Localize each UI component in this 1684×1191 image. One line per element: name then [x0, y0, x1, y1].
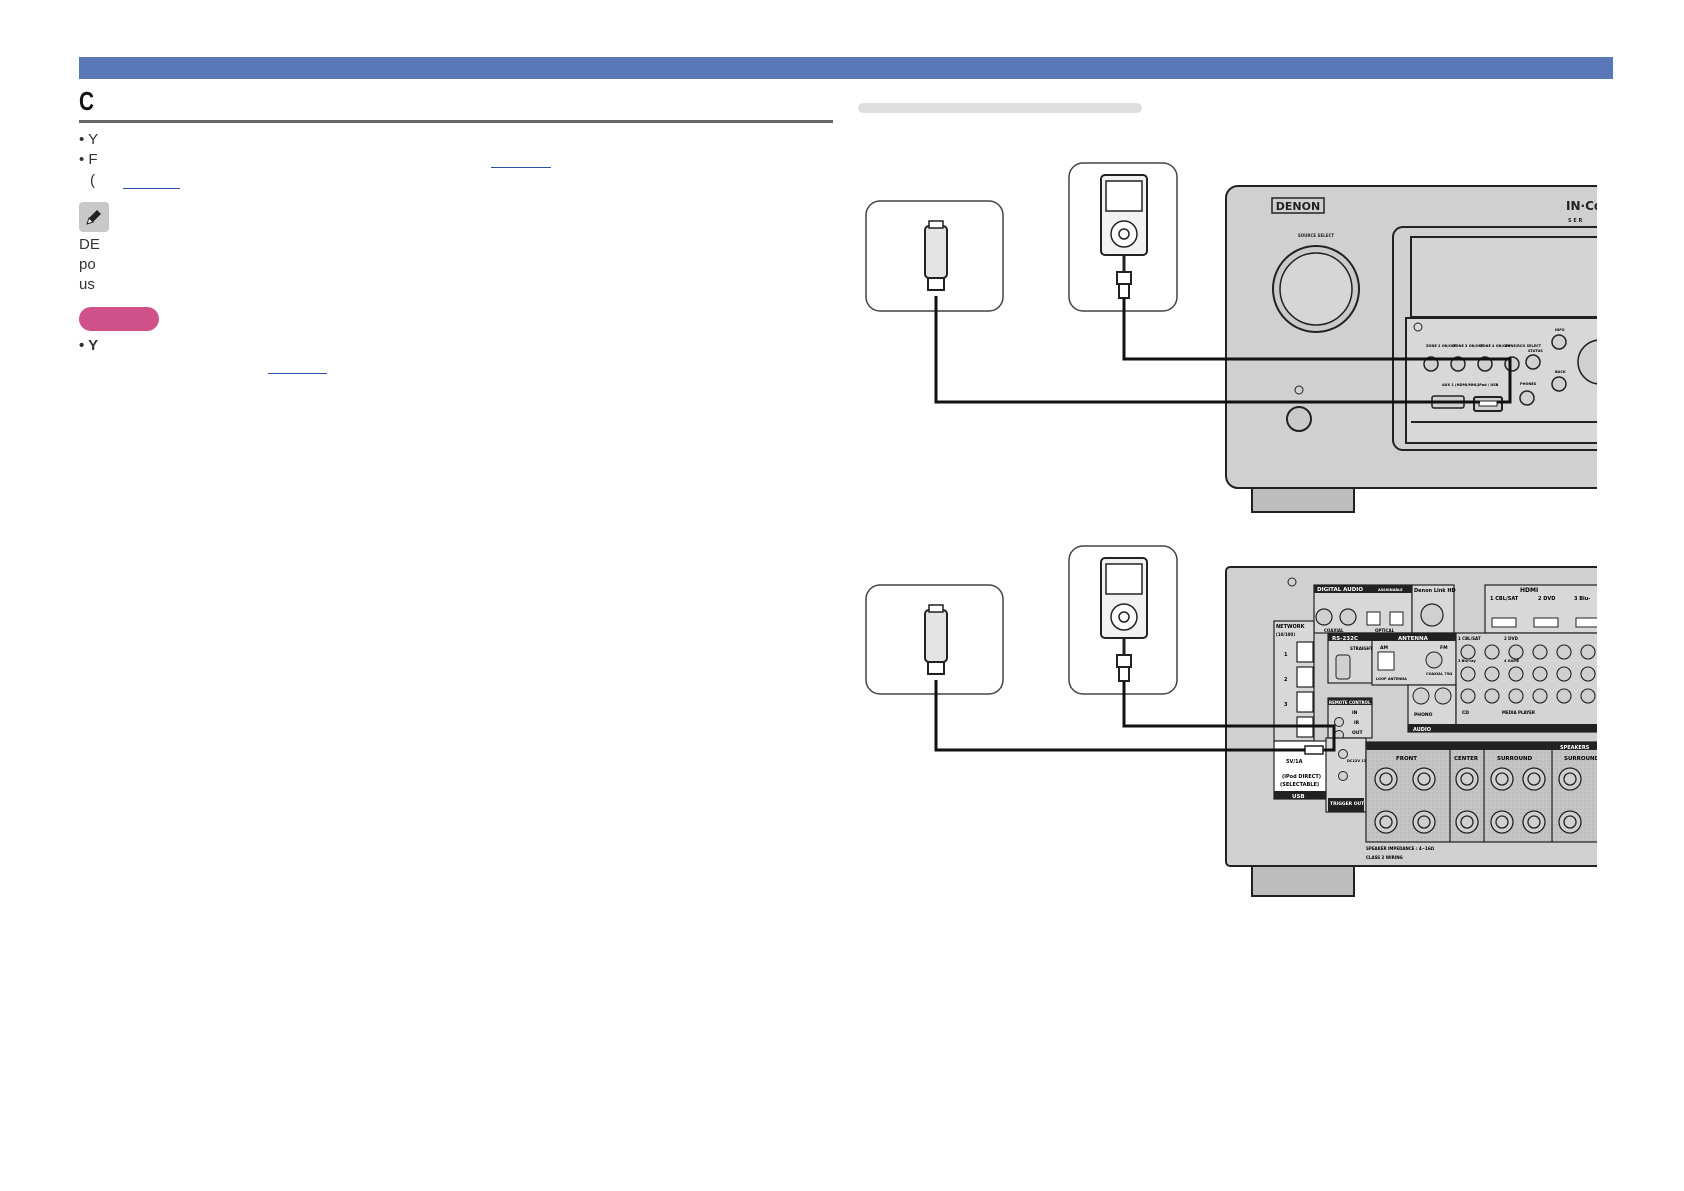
back-button — [1551, 376, 1567, 392]
am-label: AM — [1380, 645, 1388, 651]
usb-memory-box-top — [865, 200, 1004, 312]
phono-label: PHONO — [1414, 712, 1433, 718]
status-button — [1525, 354, 1541, 370]
cblsat-label: 1 CBL/SAT — [1458, 636, 1481, 641]
ipod-direct-label: (iPod DIRECT) — [1282, 774, 1321, 780]
coaxial-75-label: COAXIAL 75Ω — [1426, 672, 1452, 676]
hdmi-in-3: 3 Blu- — [1574, 596, 1590, 602]
usb-power-label: 5V/1A — [1286, 759, 1303, 765]
network-speed: (10/100) — [1276, 632, 1295, 637]
aux-label: AUX 1 (HDMI/MHL) — [1442, 383, 1479, 387]
page-link-2[interactable] — [123, 188, 180, 189]
info-button — [1551, 334, 1567, 350]
paren-line: ( — [90, 172, 95, 189]
status-label: STATUS — [1528, 349, 1543, 353]
back-label: BACK — [1555, 370, 1566, 374]
caution-badge — [79, 307, 159, 331]
antenna-label: ANTENNA — [1398, 636, 1429, 642]
trigger-out-label: TRIGGER OUT — [1330, 801, 1365, 807]
denon-link-label: Denon Link HD — [1414, 588, 1456, 594]
heading-rule — [79, 120, 833, 123]
phones-label: PHONES — [1520, 382, 1537, 386]
page-heading: C — [79, 86, 95, 116]
bullet-line-1: • Y — [79, 131, 99, 148]
cd-label: CD — [1462, 710, 1469, 716]
remote-out-label: OUT — [1352, 730, 1363, 736]
assignable-label: ASSIGNABLE — [1378, 588, 1403, 592]
optical-label: OPTICAL — [1375, 628, 1395, 633]
hdmi-in-1: 1 CBL/SAT — [1490, 596, 1519, 602]
bold-bullet-line: • Y — [79, 337, 99, 354]
page-link-1[interactable] — [491, 167, 551, 168]
rs232c-label: RS-232C — [1332, 636, 1358, 642]
series-sub: S E R — [1568, 218, 1582, 224]
zone2-label: ZONE 2 ON/OFF — [1426, 344, 1457, 348]
digital-audio-label: DIGITAL AUDIO — [1317, 587, 1363, 593]
remote-in-label: IN — [1352, 710, 1358, 716]
receiver-rear-panel: DIGITAL AUDIO ASSIGNABLE COAXIAL OPTICAL… — [1225, 566, 1600, 897]
front-label: FRONT — [1396, 756, 1417, 762]
straight-cable-label: STRAIGHT CABLE — [1350, 646, 1389, 651]
selectable-label: (SELECTABLE) — [1280, 782, 1319, 788]
pencil-note-icon — [79, 202, 109, 232]
series-logo: IN·Con — [1566, 199, 1611, 213]
usb-memory-cable-top — [934, 296, 1480, 404]
loop-antenna-label: LOOP ANTENNA — [1376, 677, 1407, 681]
fm-label: FM — [1440, 645, 1448, 651]
net-port-2-label: 2 — [1284, 677, 1288, 683]
usb-memory-box-bottom — [865, 584, 1004, 695]
speaker-impedance-label: SPEAKER IMPEDANCE : 4~16Ω — [1366, 846, 1435, 851]
section-banner — [79, 57, 1613, 79]
usb-memory-cable-bottom — [934, 680, 1305, 752]
net-port-1-label: 1 — [1284, 652, 1288, 658]
ipod-cable-bottom — [1122, 681, 1336, 752]
dvd-label: 2 DVD — [1504, 636, 1519, 641]
zone3-label: ZONE 3 ON/OFF — [1453, 344, 1484, 348]
info-label: INFO — [1555, 328, 1565, 332]
class2-label: CLASS 2 WIRING — [1366, 855, 1403, 860]
note-line-3: us — [79, 276, 95, 293]
page-link-3[interactable] — [268, 373, 327, 374]
surround-back-label: SURROUND — [1564, 756, 1600, 762]
ipod-box-top — [1068, 162, 1178, 312]
game-label: 4 GAME — [1504, 659, 1520, 663]
center-label: CENTER — [1454, 756, 1479, 762]
brand-logo: DENON — [1276, 200, 1320, 213]
subheading-placeholder — [858, 103, 1142, 113]
remote-control-label: REMOTE CONTROL — [1329, 700, 1371, 705]
note-line-2: po — [79, 256, 96, 273]
speakers-label: SPEAKERS — [1560, 745, 1590, 751]
media-player-label: MEDIA PLAYER — [1502, 710, 1535, 715]
phones-jack — [1519, 390, 1535, 406]
source-select-label: SOURCE SELECT — [1298, 233, 1335, 238]
bluray-label: 3 Blu-ray — [1458, 659, 1476, 663]
bullet-line-2: • F — [79, 151, 98, 168]
receiver-front-panel: DENON IN·Con S E R SOURCE SELECT ZONE 2 … — [1225, 185, 1611, 513]
surround-label: SURROUND — [1497, 756, 1533, 762]
usb-label: USB — [1292, 794, 1305, 800]
usb-port-label: iPod / USB — [1478, 383, 1499, 387]
coaxial-label: COAXIAL — [1324, 628, 1344, 633]
network-label: NETWORK — [1276, 624, 1306, 630]
hdmi-in-2: 2 DVD — [1538, 596, 1555, 602]
hdmi-label: HDMI — [1520, 587, 1538, 594]
ir-label: IR — [1354, 720, 1360, 726]
ipod-box-bottom — [1068, 545, 1178, 695]
note-line-1: DE — [79, 236, 100, 253]
audio-in-label: AUDIO — [1413, 727, 1431, 733]
ipod-cable-top — [1122, 298, 1512, 404]
zone4-label: ZONE 4 ON/OFF — [1480, 344, 1511, 348]
rear-usb-port — [1304, 745, 1324, 755]
zone-select-label: ZONE/RCO SELECT — [1505, 344, 1542, 348]
cursor-pad — [1577, 339, 1597, 385]
net-port-3-label: 3 — [1284, 702, 1288, 708]
